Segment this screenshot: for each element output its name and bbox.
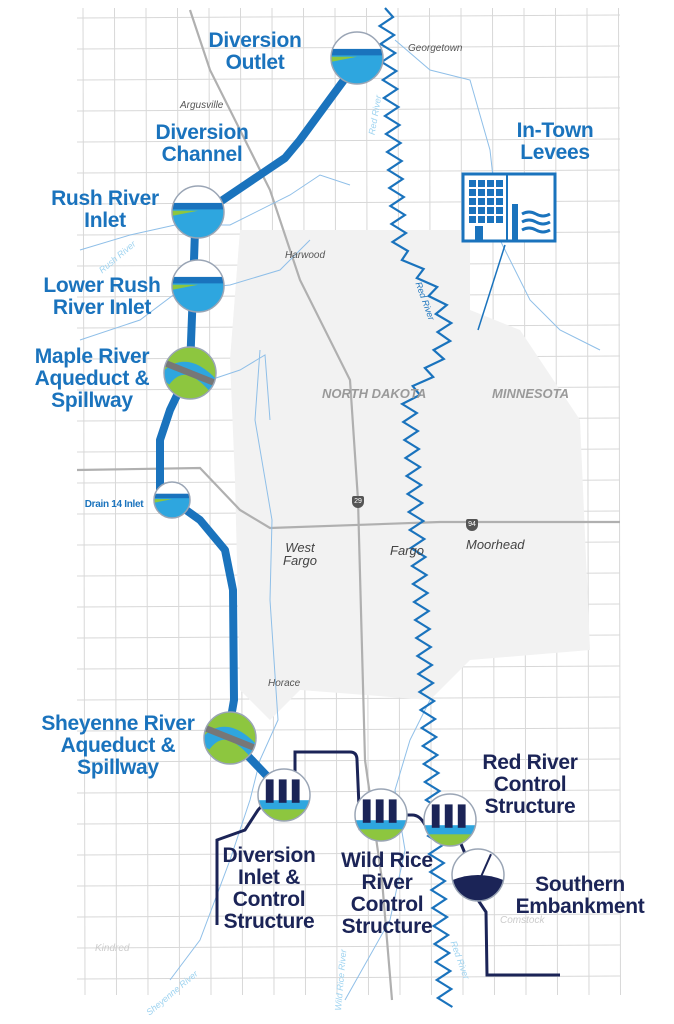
- place-kindred: Kindred: [95, 943, 130, 954]
- place-comstock: Comstock: [500, 915, 545, 926]
- grid-road: [76, 727, 621, 732]
- levee-pointer: [477, 244, 506, 331]
- diversion-channel: [156, 61, 359, 799]
- grid-road: [76, 758, 621, 763]
- place-harwood: Harwood: [285, 250, 326, 261]
- grid-road: [76, 851, 621, 856]
- label-southern-embankment: Southern Embankment: [515, 873, 645, 919]
- state-north-dakota: NORTH DAKOTA: [322, 386, 427, 401]
- place-horace: Horace: [268, 678, 301, 689]
- label-in-town-levees: In-Town Levees: [516, 119, 594, 165]
- grid-road: [618, 7, 621, 996]
- place-argusville: Argusville: [180, 100, 224, 111]
- southern-embankment-line: [215, 750, 560, 977]
- label-rush-river-inlet: Rush River Inlet: [51, 187, 159, 233]
- place-georgetown: Georgetown: [408, 43, 463, 54]
- diversion-inlet-structure-icon: [257, 768, 311, 822]
- red-river-control-structure-icon: [423, 793, 477, 847]
- grid-road: [76, 789, 621, 794]
- grid-road: [76, 14, 621, 19]
- maple-river-aqueduct-icon: [163, 346, 217, 400]
- grid-road: [76, 107, 621, 112]
- label-lower-rush-river-inlet: Lower Rush River Inlet: [43, 274, 161, 320]
- grid-road: [76, 820, 621, 825]
- place-fargo: Fargo: [390, 543, 424, 558]
- sheyenne-river-aqueduct-icon: [203, 711, 257, 765]
- grid-road: [76, 882, 621, 887]
- rush-river-inlet-icon: [171, 185, 225, 239]
- label-diversion-channel: Diversion Channel: [155, 121, 249, 167]
- label-drain-14-inlet: Drain 14 Inlet: [84, 499, 144, 510]
- maple-river: [209, 354, 271, 421]
- label-maple-river-aqueduct: Maple River Aqueduct & Spillway: [34, 345, 150, 413]
- drain-14-inlet-icon: [153, 481, 191, 519]
- place-moorhead: Moorhead: [466, 537, 525, 552]
- grid-road: [76, 169, 621, 174]
- wild-rice-control-structure-icon: [354, 788, 408, 842]
- label-red-river-control: Red River Control Structure: [482, 751, 578, 819]
- interstate-29-shield: 29: [352, 496, 364, 508]
- label-sheyenne-river-aqueduct: Sheyenne River Aqueduct & Spillway: [41, 712, 195, 780]
- label-diversion-inlet: Diversion Inlet & Control Structure: [222, 844, 316, 934]
- grid-road: [76, 913, 621, 918]
- label-wild-rice-control: Wild Rice River Control Structure: [341, 849, 433, 939]
- rush-river: [79, 174, 351, 251]
- sheyenne-river: [169, 349, 279, 981]
- label-diversion-outlet: Diversion Outlet: [208, 29, 302, 75]
- interstate-94-shield: 94: [466, 519, 478, 531]
- lower-rush-river-inlet-icon: [171, 259, 225, 313]
- place-west-fargo: West Fargo: [283, 540, 317, 568]
- in-town-levees-icon: [461, 172, 557, 243]
- grid-road: [586, 7, 590, 996]
- grid-road: [76, 944, 621, 949]
- grid-road: [76, 696, 621, 701]
- state-minnesota: MINNESOTA: [492, 386, 570, 401]
- diversion-outlet-icon: [330, 31, 384, 85]
- grid-road: [76, 138, 621, 143]
- southern-embankment-icon: [451, 848, 505, 902]
